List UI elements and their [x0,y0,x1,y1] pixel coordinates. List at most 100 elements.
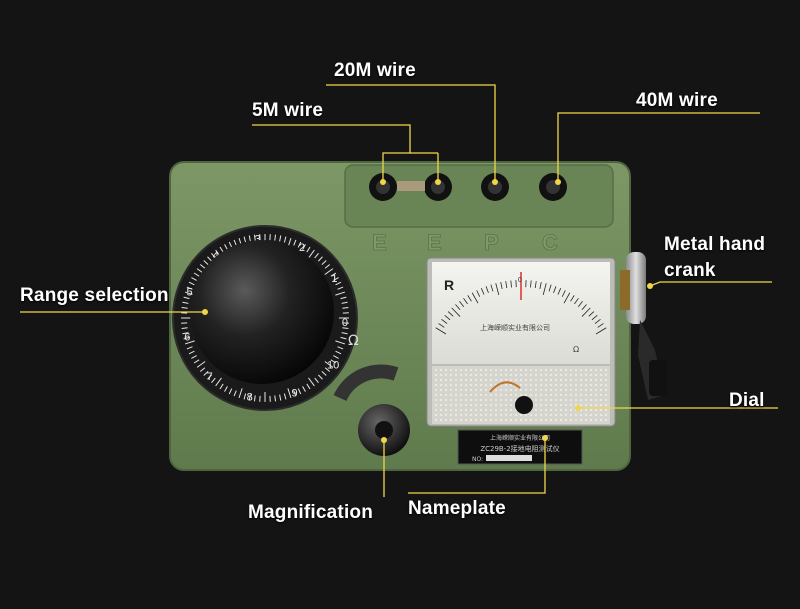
window-dot [485,374,487,376]
window-dot [585,404,587,406]
meter-tick [459,300,465,307]
window-dot [510,409,512,411]
window-dot [580,404,582,406]
window-dot [530,414,532,416]
window-dot [500,414,502,416]
meter-tick [553,286,557,294]
window-dot [595,394,597,396]
window-dot [505,379,507,381]
window-dot [545,399,547,401]
window-dot [460,384,462,386]
window-dot [545,394,547,396]
window-dot [500,409,502,411]
meter-tick [588,311,595,317]
window-dot [510,419,512,421]
window-dot [470,389,472,391]
window-dot [455,409,457,411]
window-dot [505,404,507,406]
window-dot [590,379,592,381]
window-dot [445,399,447,401]
dial-tick [302,386,306,392]
window-dot [500,379,502,381]
window-dot [550,379,552,381]
dial-tick [233,239,237,246]
meter: R 0 上海嵘顺实业有限公司 Ω [426,257,616,427]
meter-tick [557,288,562,295]
callout-5m-wire: 5M wire [252,100,324,121]
window-dot [465,399,467,401]
window-dot [470,404,472,406]
window-dot [530,374,532,376]
window-dot [570,414,572,416]
window-dot [480,379,482,381]
window-dot [575,369,577,371]
dial-tick [224,386,228,392]
dial-tick [274,395,277,402]
window-dot [440,369,442,371]
dial-tick [193,272,200,277]
window-dot [510,379,512,381]
window-dot [440,419,442,421]
window-dot [560,414,562,416]
window-dot [555,399,557,401]
dial-tick [199,264,206,269]
window-dot [450,379,452,381]
window-dot [465,374,467,376]
window-dot [520,384,522,386]
nameplate-model: ZC29B-2接地电阻测试仪 [480,444,559,453]
range-knob[interactable] [190,240,334,384]
dial-tick [203,260,209,265]
window-dot [545,379,547,381]
window-dot [475,384,477,386]
window-dot [440,384,442,386]
meter-tick [591,315,598,321]
dial-tick [342,306,349,309]
dial-ticks [181,234,349,402]
window-dot [605,374,607,376]
dial-tick [340,336,347,340]
meter-tick [574,297,579,305]
window-dot [530,384,532,386]
window-dot [585,389,587,391]
ohm-symbol: Ω [348,333,359,349]
window-dot [520,379,522,381]
callout-crank-line1: Metal hand [664,234,766,255]
dial-tick [324,361,334,368]
window-dot [550,404,552,406]
window-dot [590,374,592,376]
dial-tick [335,281,342,286]
window-dot [445,379,447,381]
window-dot [600,374,602,376]
hand-crank[interactable] [620,252,667,400]
window-dot [485,394,487,396]
zero-adjust-screw[interactable] [515,396,533,414]
meter-window-grid [435,369,607,421]
window-dot [475,399,477,401]
window-dot [535,379,537,381]
window-dot [530,369,532,371]
window-dot [475,374,477,376]
meter-tick [441,318,448,324]
window-dot [555,374,557,376]
window-dot [445,394,447,396]
window-dot [460,374,462,376]
dial-tick [293,239,297,246]
dial-tick [308,377,315,387]
window-dot [510,369,512,371]
window-dot [600,419,602,421]
meter-tick [510,280,512,288]
window-dot [460,399,462,401]
window-dot [540,374,542,376]
window-dot [535,394,537,396]
window-dot [480,414,482,416]
window-dot [505,374,507,376]
window-dot [570,399,572,401]
dial-tick [283,393,287,400]
dial-tick [253,234,256,241]
dial-tick [196,361,206,368]
window-dot [500,394,502,396]
window-dot [595,384,597,386]
magnification-knob[interactable] [333,364,410,456]
window-dot [515,369,517,371]
